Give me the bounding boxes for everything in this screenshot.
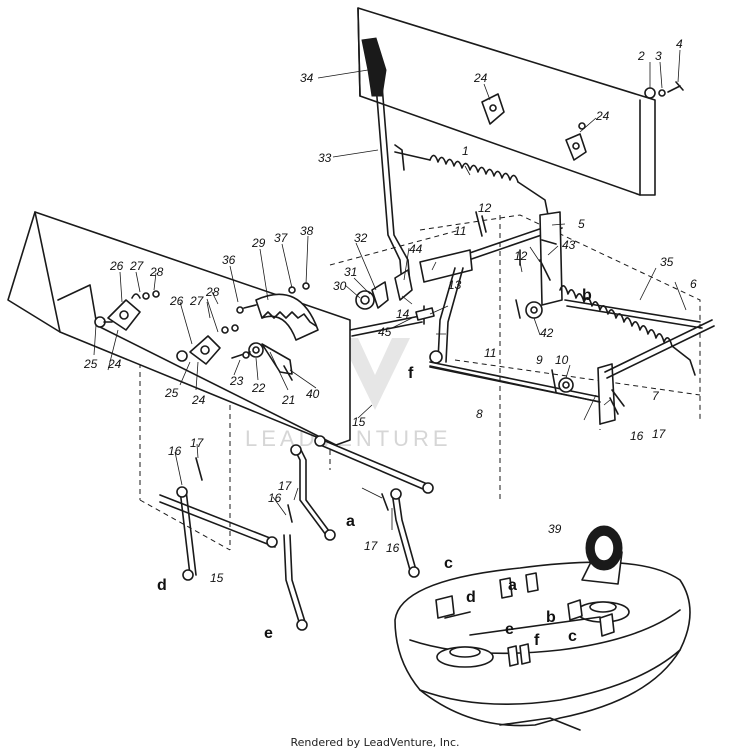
callout-17-c: 17 [364, 539, 379, 553]
letter-c-deck: c [568, 628, 577, 645]
callout-23: 23 [229, 374, 244, 388]
callout-9: 9 [536, 353, 543, 367]
callout-4: 4 [676, 37, 683, 51]
callout-38: 38 [300, 224, 314, 238]
footer-credit: Rendered by LeadVenture, Inc. [290, 736, 460, 749]
callout-16-c: 16 [386, 541, 400, 555]
callout-15-b: 15 [210, 571, 224, 585]
letter-a-linkage: a [346, 513, 355, 530]
callout-7: 7 [652, 389, 660, 403]
left-side-panel [7, 211, 351, 446]
letter-e-deck: e [505, 621, 514, 638]
callout-25-a: 25 [83, 357, 98, 371]
callout-24-a: 24 [473, 71, 488, 85]
callout-22: 22 [251, 381, 266, 395]
callout-35: 35 [660, 255, 674, 269]
callout-27-a: 27 [129, 259, 145, 273]
letter-d-deck: d [466, 589, 476, 606]
letter-f-deck: f [534, 632, 540, 649]
callout-16-a: 16 [168, 444, 182, 458]
callout-5: 5 [578, 217, 585, 231]
right-assembly [551, 285, 715, 425]
callout-43: 43 [562, 238, 576, 252]
callout-11-a: 11 [454, 224, 466, 238]
callout-28-b: 28 [205, 285, 220, 299]
callout-45: 45 [378, 325, 392, 339]
callout-12-a: 12 [478, 201, 492, 215]
letter-a-deck: a [508, 577, 517, 594]
letter-d-linkage: d [157, 577, 167, 594]
callout-11-b: 11 [484, 346, 496, 360]
center-linkage [349, 211, 606, 403]
callout-3: 3 [655, 49, 662, 63]
connection-letters: a a b b c c d d e e f f [157, 287, 592, 649]
callout-2: 2 [637, 49, 645, 63]
spring-1 [394, 151, 549, 216]
callout-16-b: 16 [268, 491, 282, 505]
lower-linkage [159, 365, 601, 631]
callout-36: 36 [222, 253, 236, 267]
callout-16-d: 16 [630, 429, 644, 443]
callout-10: 10 [555, 353, 569, 367]
callout-17-d: 17 [652, 427, 667, 441]
leader-lines [93, 49, 687, 530]
callout-27-b: 27 [189, 294, 205, 308]
letter-f-linkage: f [408, 365, 414, 382]
letter-b-assembly: b [582, 287, 592, 304]
letter-b-deck: b [546, 609, 556, 626]
frame-dashed-outline [139, 214, 701, 551]
callout-28-a: 28 [149, 265, 164, 279]
callout-15-a: 15 [352, 415, 366, 429]
callout-39: 39 [548, 522, 562, 536]
callout-12-b: 12 [514, 249, 528, 263]
callout-17-b: 17 [278, 479, 293, 493]
callout-14: 14 [396, 307, 410, 321]
callout-labels: 1 2 3 4 5 6 7 8 9 10 11 11 12 12 13 14 1… [83, 37, 697, 585]
callout-25-b: 25 [164, 386, 179, 400]
callout-8: 8 [476, 407, 483, 421]
callout-31: 31 [344, 265, 357, 279]
callout-6: 6 [690, 277, 697, 291]
callout-24-b: 24 [595, 109, 610, 123]
callout-24-d: 24 [191, 393, 206, 407]
callout-26-a: 26 [109, 259, 124, 273]
callout-26-b: 26 [169, 294, 184, 308]
dash-panel [357, 7, 684, 196]
callout-34: 34 [300, 71, 314, 85]
mower-deck [394, 525, 691, 731]
callout-44: 44 [409, 242, 423, 256]
callout-17-a: 17 [190, 436, 205, 450]
callout-32: 32 [354, 231, 368, 245]
callout-37: 37 [274, 231, 289, 245]
callout-33: 33 [318, 151, 332, 165]
callout-13: 13 [448, 278, 462, 292]
callout-30: 30 [333, 279, 347, 293]
callout-29: 29 [251, 236, 266, 250]
callout-21: 21 [281, 393, 295, 407]
callout-24-c: 24 [107, 357, 122, 371]
letter-e-linkage: e [264, 625, 273, 642]
letter-c-linkage: c [444, 555, 453, 572]
callout-42: 42 [540, 326, 554, 340]
callout-1: 1 [462, 144, 469, 158]
callout-40: 40 [306, 387, 320, 401]
